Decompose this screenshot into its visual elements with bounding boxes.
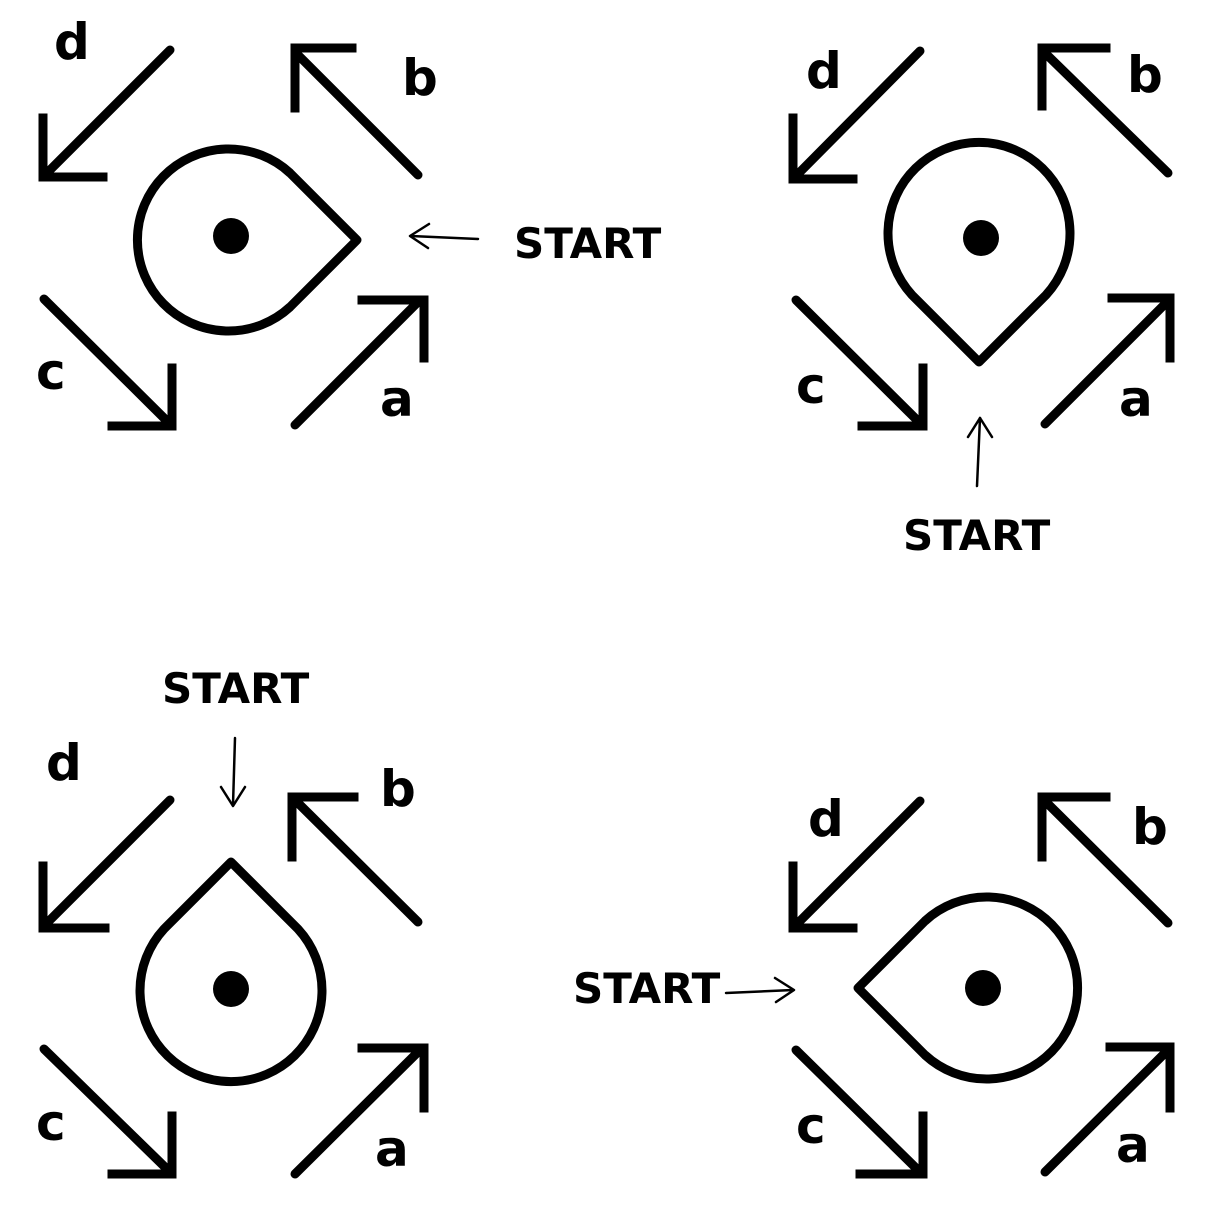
arrow-b bbox=[1037, 792, 1173, 928]
panel-top-right: a b c d START bbox=[788, 42, 1175, 560]
arrow-b bbox=[290, 43, 423, 180]
start-pointer bbox=[724, 976, 796, 1004]
start-pointer bbox=[966, 416, 994, 488]
arrow-c bbox=[791, 1045, 928, 1179]
label-d: d bbox=[46, 734, 82, 792]
start-pointer bbox=[219, 736, 247, 808]
arrow-a bbox=[290, 295, 429, 430]
teardrop-shape bbox=[853, 892, 1082, 1084]
label-c: c bbox=[796, 1097, 826, 1155]
label-b: b bbox=[402, 49, 438, 107]
start-label: START bbox=[514, 219, 662, 268]
label-d: d bbox=[54, 13, 90, 71]
teardrop-shape bbox=[133, 144, 362, 336]
arrow-a bbox=[1040, 1042, 1175, 1177]
label-a: a bbox=[380, 370, 414, 428]
arrow-b bbox=[287, 792, 423, 927]
arrow-c bbox=[791, 295, 928, 431]
panel-bottom-left: a b c d START bbox=[36, 664, 429, 1179]
arrow-c bbox=[39, 1044, 177, 1179]
center-dot bbox=[963, 220, 999, 256]
center-dot bbox=[213, 971, 249, 1007]
arrow-d bbox=[788, 46, 925, 184]
label-c: c bbox=[36, 1094, 66, 1152]
start-label: START bbox=[903, 511, 1051, 560]
arrow-d bbox=[788, 796, 925, 933]
label-c: c bbox=[36, 343, 66, 401]
label-b: b bbox=[1127, 46, 1163, 104]
label-d: d bbox=[806, 42, 842, 100]
center-dot bbox=[965, 970, 1001, 1006]
arrow-b bbox=[1037, 43, 1173, 178]
teardrop-shape bbox=[135, 857, 327, 1086]
arrow-c bbox=[39, 294, 177, 431]
start-pointer bbox=[408, 222, 480, 250]
label-a: a bbox=[1116, 1116, 1150, 1174]
panel-bottom-right: a b c d START bbox=[573, 790, 1175, 1179]
label-a: a bbox=[1119, 370, 1153, 428]
label-b: b bbox=[1132, 798, 1168, 856]
arrow-d bbox=[38, 45, 175, 182]
arrow-a bbox=[290, 1043, 429, 1179]
label-a: a bbox=[375, 1120, 409, 1178]
arrow-d bbox=[38, 795, 175, 933]
label-b: b bbox=[380, 760, 416, 818]
panel-top-left: a b c d START bbox=[36, 13, 662, 431]
label-c: c bbox=[796, 357, 826, 415]
start-label: START bbox=[573, 964, 721, 1013]
arrow-a bbox=[1040, 293, 1175, 429]
start-label: START bbox=[162, 664, 310, 713]
center-dot bbox=[213, 218, 249, 254]
label-d: d bbox=[808, 790, 844, 848]
teardrop-shape bbox=[883, 138, 1075, 367]
